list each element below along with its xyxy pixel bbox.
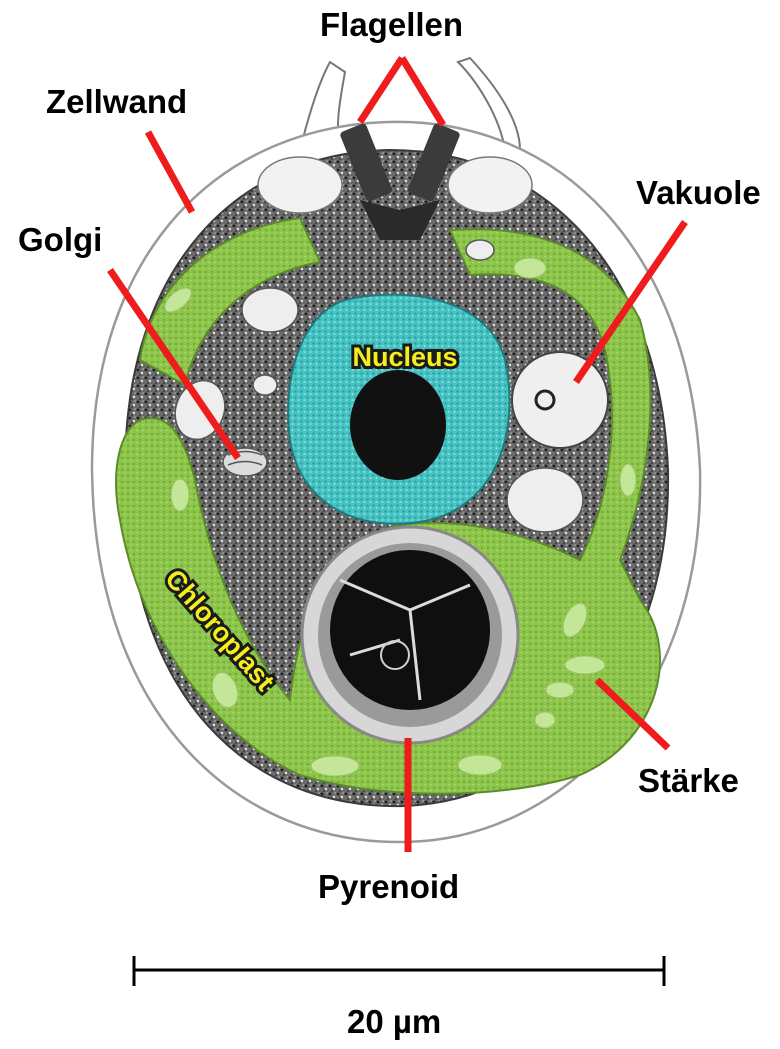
golgi-label: Golgi xyxy=(18,223,102,256)
leader-line-zellwand xyxy=(148,132,192,212)
flagellen-label: Flagellen xyxy=(320,8,463,41)
nucleus-label: Nucleus xyxy=(352,342,457,372)
staerke-label: Stärke xyxy=(638,764,739,797)
golgi-body xyxy=(223,448,267,476)
vacuole xyxy=(512,352,608,448)
pyrenoid-label: Pyrenoid xyxy=(318,870,459,903)
scale-bar xyxy=(134,956,664,986)
zellwand-label: Zellwand xyxy=(46,85,187,118)
vesicle xyxy=(258,157,342,213)
vakuole-label: Vakuole xyxy=(636,176,761,209)
leader-line-flagellen-right xyxy=(402,58,443,125)
leader-line-flagellen-left xyxy=(360,58,402,122)
vesicle xyxy=(448,157,532,213)
pyrenoid xyxy=(302,527,518,743)
nucleolus xyxy=(350,370,446,480)
scale-bar-label: 20 µm xyxy=(347,1005,441,1038)
